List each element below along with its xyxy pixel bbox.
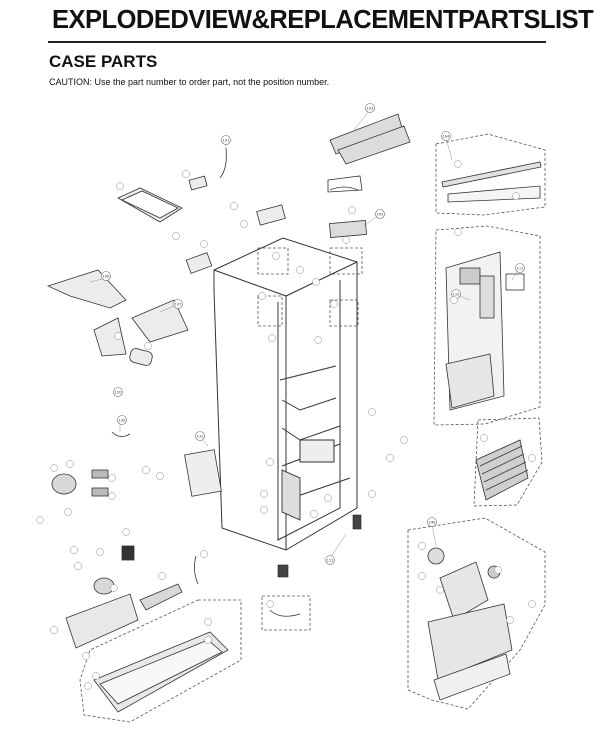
callout-106: 106 (101, 271, 111, 281)
svg-text:120: 120 (115, 390, 123, 394)
callout-140: 140 (427, 517, 437, 527)
callout-130: 130 (117, 415, 127, 425)
svg-text:110: 110 (453, 292, 461, 296)
machine-compartment-base (65, 593, 229, 713)
cabinet-feet (277, 514, 362, 578)
group-boundaries (79, 133, 546, 723)
callout-101: 101 (221, 135, 231, 145)
callout-111: 111 (515, 263, 525, 273)
svg-text:112: 112 (327, 558, 334, 562)
svg-text:107: 107 (175, 302, 182, 306)
trim-strips (441, 161, 542, 203)
callout-104: 104 (441, 131, 451, 141)
svg-text:101: 101 (223, 138, 230, 142)
callout-110: 110 (451, 289, 461, 299)
svg-text:106: 106 (103, 274, 111, 278)
condenser-coil (475, 439, 529, 501)
caution-note: CAUTION: Use the part number to order pa… (49, 77, 330, 87)
minor-callout-markers (36, 160, 536, 690)
callout-112: 112 (325, 555, 335, 565)
title-divider (48, 41, 546, 43)
callout-103: 103 (365, 103, 375, 113)
control-panel-assembly (445, 251, 525, 411)
refrigerator-cabinet (213, 237, 358, 551)
wire-harnesses (111, 147, 359, 617)
callout-131: 131 (195, 431, 205, 441)
callout-105: 105 (375, 209, 385, 219)
page-title: EXPLODEDVIEW&REPLACEMENTPARTSLIST (52, 6, 594, 34)
callout-120: 120 (113, 387, 123, 397)
top-duct-assembly (327, 113, 411, 238)
svg-text:131: 131 (197, 434, 204, 438)
compressor-parts (51, 449, 222, 611)
svg-text:140: 140 (429, 520, 437, 524)
shelf-parts (46, 175, 286, 366)
callout-107: 107 (173, 299, 183, 309)
svg-text:104: 104 (443, 134, 451, 138)
svg-text:111: 111 (517, 266, 524, 270)
svg-text:105: 105 (377, 212, 384, 216)
fan-assembly (427, 547, 513, 701)
section-title: CASE PARTS (49, 52, 158, 71)
callout-bubbles: 101 103 104 105 106 107 110 111 112 120 … (101, 103, 525, 565)
svg-text:103: 103 (367, 106, 374, 110)
svg-text:130: 130 (119, 418, 127, 422)
